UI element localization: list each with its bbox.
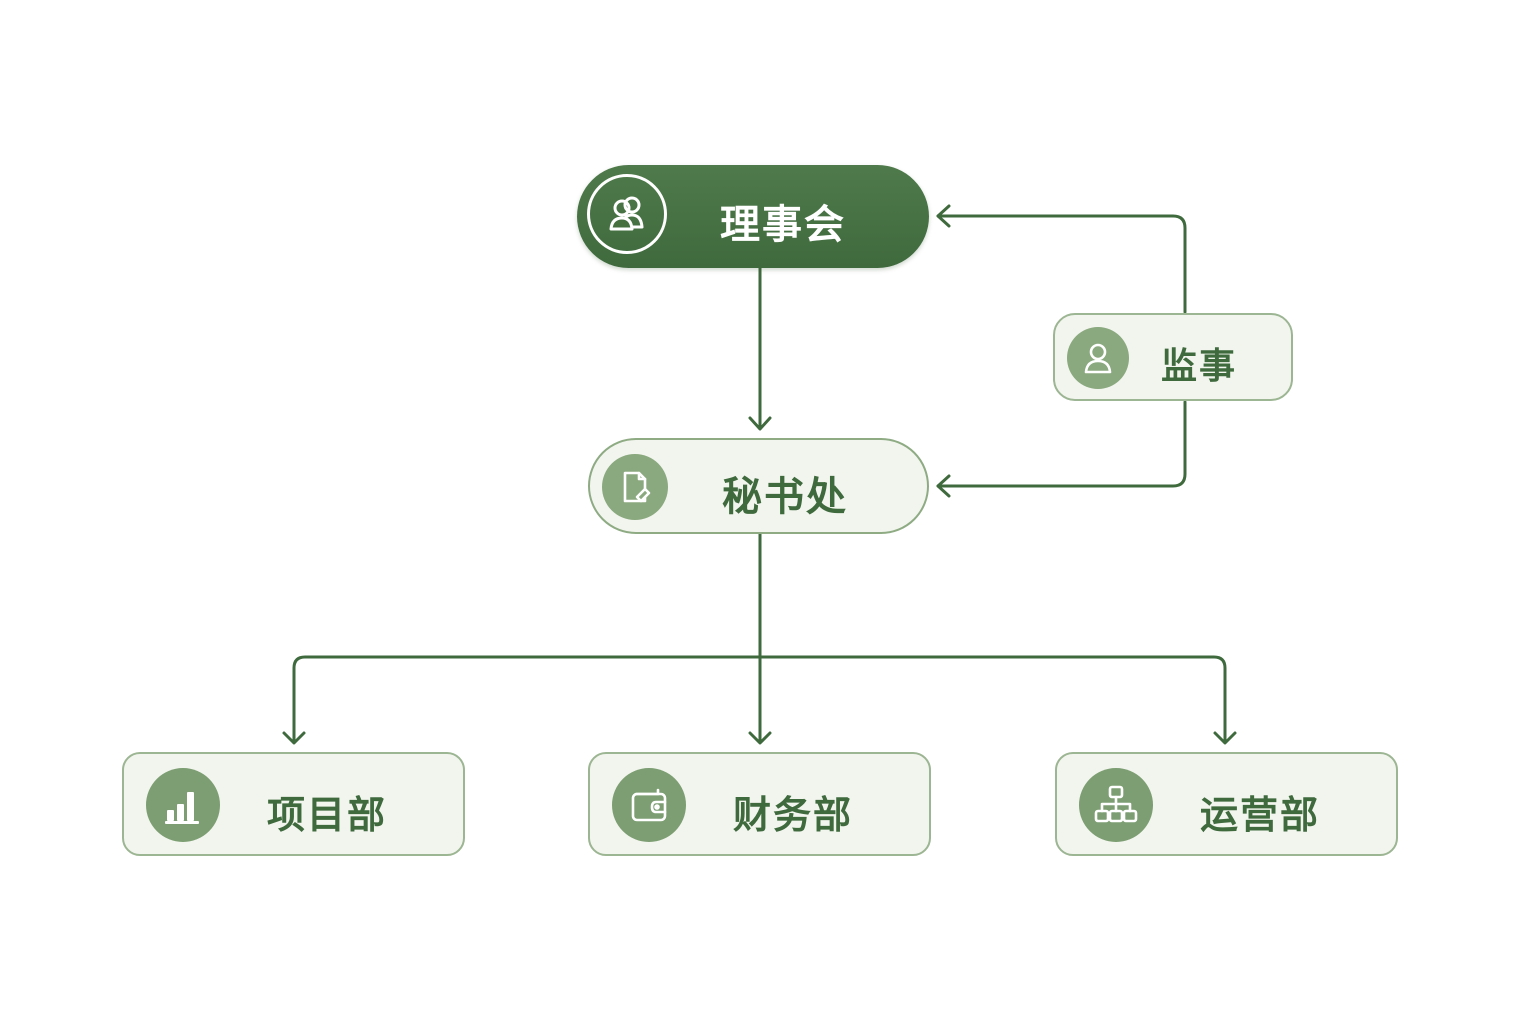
department-projects-node[interactable]: 项目部: [122, 752, 465, 856]
document-icon: [602, 454, 668, 520]
department-operations-label: 运营部: [1200, 793, 1321, 837]
people-icon: [587, 174, 667, 254]
arrowhead-operations: [1213, 731, 1237, 745]
supervisor-node[interactable]: 监事: [1053, 313, 1293, 401]
board-node[interactable]: 理事会: [577, 165, 929, 268]
connector-supervisor-to-secretariat: [936, 400, 1187, 488]
person-icon: [1067, 327, 1129, 389]
arrowhead-projects: [282, 731, 306, 745]
arrowhead-finance: [748, 731, 772, 745]
org-chart-icon: [1079, 768, 1153, 842]
arrowhead-secretariat-right: [936, 474, 951, 498]
department-operations-node[interactable]: 运营部: [1055, 752, 1398, 856]
department-finance-node[interactable]: 财务部: [588, 752, 931, 856]
connector-department-bus: [292, 655, 1227, 744]
connector-supervisor-to-board: [936, 214, 1187, 314]
arrowhead-board-right: [936, 204, 951, 228]
board-label: 理事会: [720, 202, 846, 248]
secretariat-label: 秘书处: [722, 474, 848, 520]
wallet-icon: [612, 768, 686, 842]
secretariat-node[interactable]: 秘书处: [588, 438, 929, 534]
supervisor-label: 监事: [1161, 346, 1238, 387]
arrowhead-secretariat-top: [748, 416, 772, 431]
bar-chart-icon: [146, 768, 220, 842]
department-finance-label: 财务部: [733, 793, 854, 837]
department-projects-label: 项目部: [267, 793, 388, 837]
